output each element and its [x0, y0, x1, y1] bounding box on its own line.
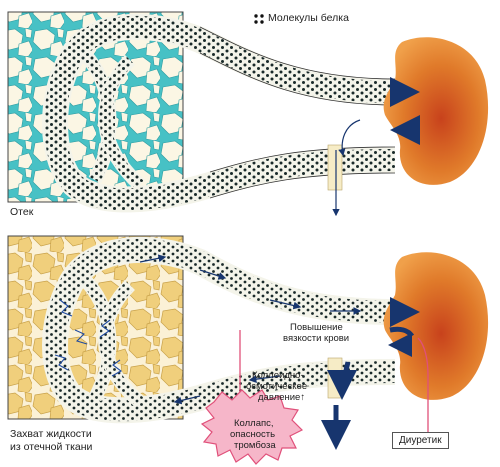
bottom-vessel-loop: [42, 236, 396, 424]
diuretic-label: Диуретик: [392, 432, 449, 449]
collapse-label-line1: Коллапс,: [234, 418, 274, 429]
bottom-panel-label-line2: из отечной ткани: [10, 441, 93, 453]
collapse-label-line3: тромбоза: [234, 440, 276, 451]
bottom-panel-label-line1: Захват жидкости: [10, 428, 92, 440]
collapse-label-line2: опасность: [230, 429, 276, 440]
oncotic-label-line1: Коллоидно-: [252, 370, 304, 381]
top-arrows: [327, 77, 420, 217]
collapse-burst: [200, 389, 304, 465]
protein-molecules-icon: [254, 14, 264, 24]
viscosity-label-line1: Повышение: [290, 322, 343, 333]
bottom-kidney: [383, 252, 489, 400]
diuretic-pointer: [417, 337, 429, 432]
oncotic-label-line2: осмотическое: [246, 381, 308, 392]
legend-label: Молекулы белка: [268, 12, 349, 24]
top-kidney: [383, 37, 489, 185]
bottom-arrows: [321, 297, 420, 450]
top-vessel-loop: [42, 13, 396, 213]
top-panel-label: Отек: [10, 206, 34, 218]
viscosity-label-line2: вязкости крови: [283, 333, 350, 344]
oncotic-label-line3: давление↑: [258, 392, 306, 403]
